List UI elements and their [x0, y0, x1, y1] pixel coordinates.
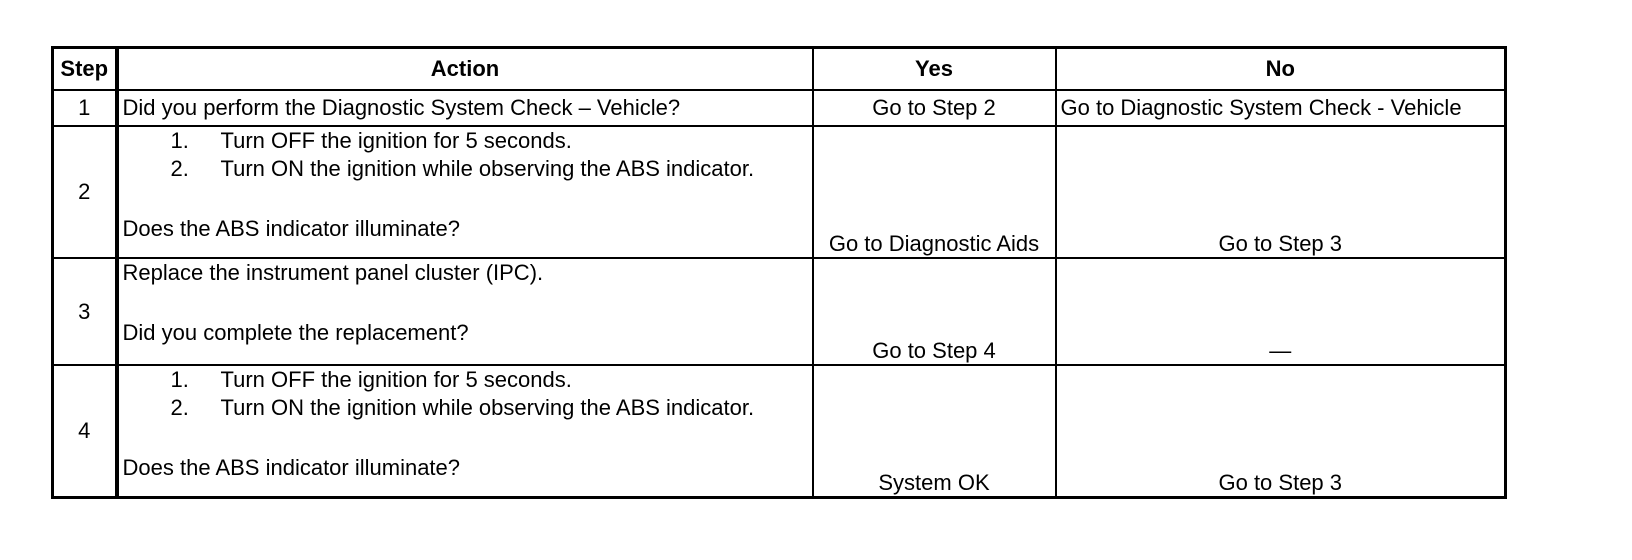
action-steps-list: 1. Turn OFF the ignition for 5 seconds. 2… — [123, 367, 808, 422]
header-action: Action — [115, 46, 814, 91]
step-number: 3 — [51, 257, 119, 366]
yes-result: Go to Diagnostic Aids — [811, 125, 1057, 259]
list-item-text: Turn OFF the ignition for 5 seconds. — [220, 367, 572, 392]
step-number: 4 — [51, 364, 119, 499]
action-question: Did you complete the replacement? — [122, 320, 469, 345]
step-number: 2 — [51, 125, 119, 259]
list-item: 2. Turn ON the ignition while observing t… — [171, 155, 808, 183]
list-item: 2. Turn ON the ignition while observing t… — [171, 394, 808, 422]
table-row: 2 1. Turn OFF the ignition for 5 seconds.… — [51, 125, 1507, 259]
action-cell: Did you perform the Diagnostic System Ch… — [115, 89, 814, 127]
table-row: 3 Replace the instrument panel cluster (… — [51, 257, 1507, 366]
action-question: Did you perform the Diagnostic System Ch… — [122, 95, 681, 120]
table-row: 1 Did you perform the Diagnostic System … — [51, 89, 1507, 127]
list-item-number: 2. — [170, 395, 189, 420]
diagnostic-table: Step Action Yes No 1 Did you perform the… — [51, 46, 1507, 499]
yes-result: Go to Step 2 — [811, 89, 1057, 127]
yes-result: Go to Step 4 — [811, 257, 1057, 366]
header-yes: Yes — [811, 46, 1057, 91]
action-cell: 1. Turn OFF the ignition for 5 seconds. 2… — [115, 125, 814, 259]
action-question: Does the ABS indicator illuminate? — [122, 455, 461, 480]
list-item-text: Turn ON the ignition while observing the… — [220, 395, 755, 420]
no-result: Go to Step 3 — [1054, 125, 1507, 259]
action-cell: Replace the instrument panel cluster (IP… — [115, 257, 814, 366]
action-question: Does the ABS indicator illuminate? — [122, 216, 461, 241]
table-row: 4 1. Turn OFF the ignition for 5 seconds.… — [51, 364, 1507, 499]
header-no: No — [1054, 46, 1507, 91]
list-item: 1. Turn OFF the ignition for 5 seconds. — [170, 367, 808, 394]
list-item-number: 1. — [170, 367, 189, 392]
list-item: 1. Turn OFF the ignition for 5 seconds. — [170, 128, 808, 155]
action-intro: Replace the instrument panel cluster (IP… — [122, 260, 544, 285]
list-item-text: Turn ON the ignition while observing the… — [220, 156, 755, 181]
step-number: 1 — [51, 89, 119, 127]
no-result: Go to Step 3 — [1054, 364, 1507, 499]
list-item-text: Turn OFF the ignition for 5 seconds. — [220, 128, 572, 153]
header-row: Step Action Yes No — [51, 46, 1507, 91]
list-item-number: 1. — [170, 128, 189, 153]
no-result: — — [1054, 257, 1507, 366]
no-result: Go to Diagnostic System Check - Vehicle — [1054, 89, 1507, 127]
yes-result: System OK — [811, 364, 1057, 499]
action-steps-list: 1. Turn OFF the ignition for 5 seconds. 2… — [123, 128, 808, 183]
list-item-number: 2. — [170, 156, 189, 181]
header-step: Step — [51, 46, 119, 91]
action-cell: 1. Turn OFF the ignition for 5 seconds. 2… — [115, 364, 814, 499]
